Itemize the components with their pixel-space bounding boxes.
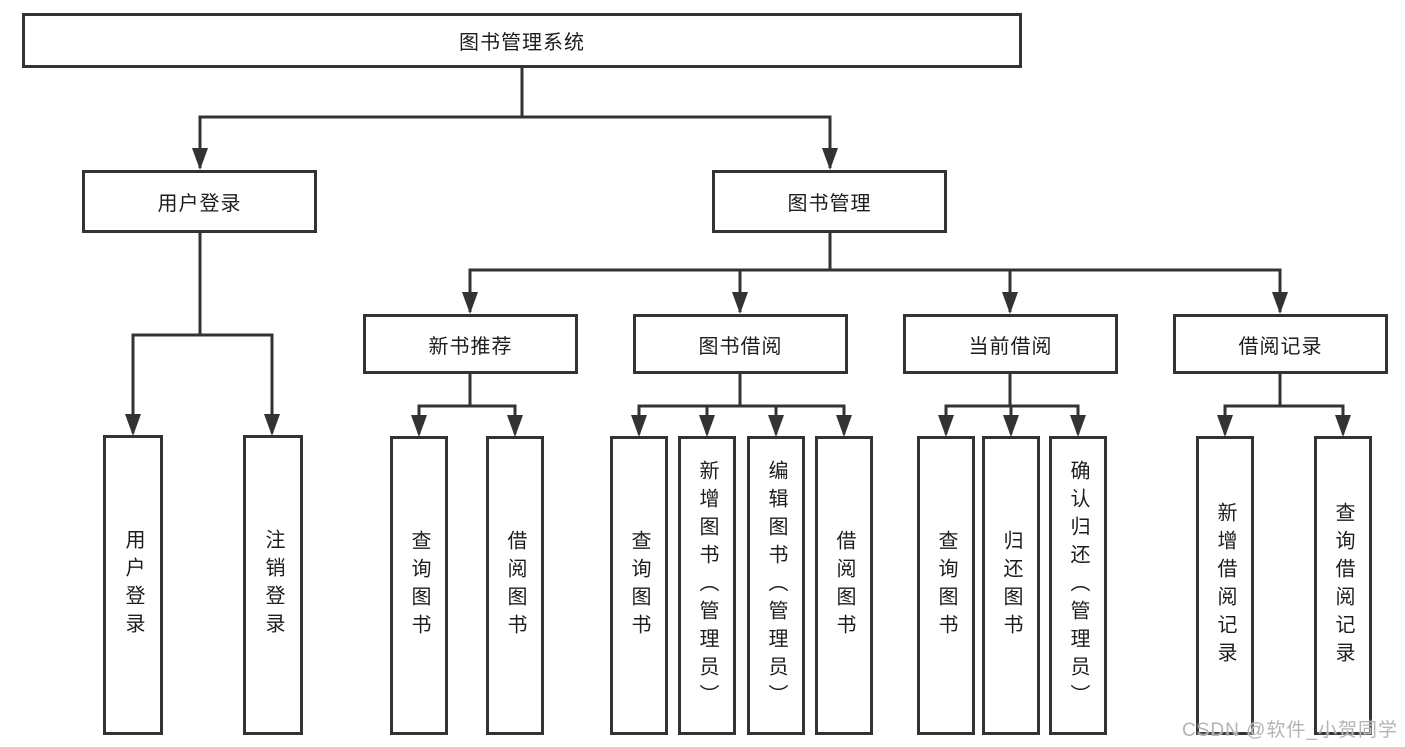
connector-root-to-branches	[192, 68, 838, 170]
node-label: 借阅记录	[1238, 335, 1323, 358]
connector-segment	[198, 115, 832, 168]
node-book-management: 图书管理	[712, 170, 947, 233]
node-label: 查询图书	[408, 529, 430, 642]
node-label: 查询图书	[628, 529, 650, 642]
connector-segment	[417, 404, 517, 434]
connector-book-borrowing-children	[631, 374, 852, 437]
node-current-borrowing: 当前借阅	[903, 314, 1118, 374]
node-label: 用户登录	[157, 193, 242, 215]
arrow-down-icon	[768, 415, 784, 437]
arrow-down-icon	[1272, 292, 1288, 314]
connector-segment	[637, 404, 846, 434]
node-label: 新增借阅记录	[1214, 501, 1236, 670]
leaf-user-login: 用户登录	[103, 435, 163, 735]
connector-borrowing-records-children	[1217, 374, 1351, 437]
node-label: 当前借阅	[968, 335, 1053, 358]
connector-new-book-children	[411, 374, 523, 437]
node-label: 注销登录	[262, 529, 284, 641]
arrow-down-icon	[192, 148, 208, 170]
connector-current-borrowing-children	[938, 374, 1086, 437]
arrow-down-icon	[264, 414, 280, 436]
arrow-down-icon	[1070, 415, 1086, 437]
leaf-query-borrow-record: 查询借阅记录	[1314, 436, 1372, 735]
arrow-down-icon	[462, 292, 478, 314]
node-label: 查询借阅记录	[1332, 501, 1354, 670]
node-label: 借阅图书	[833, 529, 855, 642]
node-label: 新书推荐	[428, 335, 513, 358]
leaf-return-books: 归还图书	[982, 436, 1040, 735]
leaf-borrow-books-borrowing: 借阅图书	[815, 436, 873, 735]
node-label: 用户登录	[122, 529, 144, 641]
node-borrowing-records: 借阅记录	[1173, 314, 1388, 374]
csdn-watermark: CSDN @软件_小贺同学	[1182, 720, 1398, 741]
arrow-down-icon	[125, 414, 141, 436]
node-label: 新增图书（管理员）	[696, 459, 718, 712]
arrow-down-icon	[822, 148, 838, 170]
node-new-book-recommendation: 新书推荐	[363, 314, 578, 374]
leaf-query-books-current: 查询图书	[917, 436, 975, 735]
leaf-add-book-admin: 新增图书（管理员）	[678, 436, 736, 735]
node-user-login-branch: 用户登录	[82, 170, 317, 233]
arrow-down-icon	[411, 415, 427, 437]
node-library-management-system: 图书管理系统	[22, 13, 1022, 68]
arrow-down-icon	[836, 415, 852, 437]
node-label: 归还图书	[1000, 529, 1022, 642]
leaf-logout: 注销登录	[243, 435, 303, 735]
leaf-borrow-books-recommend: 借阅图书	[486, 436, 544, 735]
arrow-down-icon	[631, 415, 647, 437]
leaf-query-books-borrowing: 查询图书	[610, 436, 668, 735]
arrow-down-icon	[1003, 415, 1019, 437]
node-label: 确认归还（管理员）	[1067, 459, 1089, 712]
node-label: 图书管理系统	[459, 32, 585, 54]
leaf-confirm-return-admin: 确认归还（管理员）	[1049, 436, 1107, 735]
connector-user-login-children	[125, 233, 280, 436]
connector-segment	[1223, 404, 1345, 434]
arrow-down-icon	[1217, 415, 1233, 437]
arrow-down-icon	[1335, 415, 1351, 437]
leaf-add-borrow-record: 新增借阅记录	[1196, 436, 1254, 735]
arrow-down-icon	[507, 415, 523, 437]
node-label: 查询图书	[935, 529, 957, 642]
connector-segment	[468, 268, 1282, 312]
node-label: 编辑图书（管理员）	[765, 459, 787, 712]
arrow-down-icon	[938, 415, 954, 437]
node-label: 借阅图书	[504, 529, 526, 642]
node-label: 图书管理	[787, 193, 872, 215]
connector-segment	[131, 333, 274, 433]
leaf-edit-book-admin: 编辑图书（管理员）	[747, 436, 805, 735]
node-label: 图书借阅	[698, 335, 783, 358]
leaf-query-books-recommend: 查询图书	[390, 436, 448, 735]
arrow-down-icon	[732, 292, 748, 314]
arrow-down-icon	[1002, 292, 1018, 314]
arrow-down-icon	[699, 415, 715, 437]
node-book-borrowing: 图书借阅	[633, 314, 848, 374]
connector-book-management-children	[462, 233, 1288, 314]
